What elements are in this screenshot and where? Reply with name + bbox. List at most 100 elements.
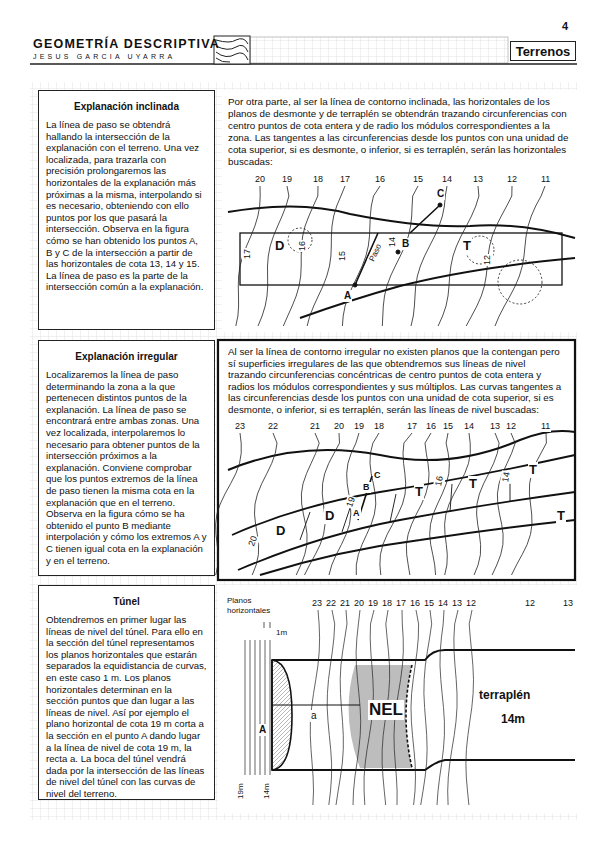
figure-label: T	[528, 462, 538, 478]
figure-panel	[222, 90, 577, 332]
box-body: Al ser la línea de contorno irregular no…	[228, 346, 565, 416]
figure-label: 22	[325, 598, 337, 609]
contour-line	[445, 433, 471, 575]
figure-label: 16	[374, 174, 386, 185]
figure-irregular	[228, 431, 575, 575]
horizontal-plane-line	[245, 640, 246, 775]
grid-ground	[30, 82, 577, 820]
figure-label: 18	[381, 598, 393, 609]
page-title: GEOMETRÍA DESCRIPTIVA	[33, 37, 220, 51]
figure-label: 17	[395, 598, 407, 609]
figure-label: C	[373, 470, 382, 481]
figure-label: 15	[423, 598, 435, 609]
box-heading: Explanación irregular	[46, 351, 207, 362]
contour-line	[474, 433, 499, 575]
figure-label: A	[343, 290, 352, 302]
figure-panel	[218, 340, 575, 580]
figure-label: 15	[442, 421, 454, 432]
horizontal-plane-line	[270, 640, 271, 775]
figure-label: 14m	[262, 782, 272, 800]
figure-label: 12	[524, 598, 536, 609]
contour-line	[216, 433, 242, 575]
figure-label: 12	[506, 174, 518, 185]
contour-line	[382, 186, 418, 326]
figure-label: 12	[465, 598, 477, 609]
figure-label: 15	[412, 174, 424, 185]
text-box: Al ser la línea de contorno irregular no…	[218, 340, 575, 422]
figure-label: 14	[463, 421, 475, 432]
section-name: Terrenos	[515, 44, 571, 59]
figure-label: T	[556, 508, 566, 524]
author-name: JESUS GARCIA UYARRA	[33, 53, 175, 61]
contour-line	[438, 186, 479, 326]
figure-label: 14	[437, 598, 449, 609]
figure-panel	[218, 585, 577, 813]
figure-label: 17	[339, 174, 351, 185]
contour-line	[305, 433, 340, 575]
figure-label: terraplén	[478, 688, 531, 702]
figure-label: 19	[367, 598, 379, 609]
contour-line	[329, 433, 359, 575]
contour-line	[252, 433, 277, 575]
figure-label: 14	[441, 174, 453, 185]
box-heading: Explanación inclinada	[46, 101, 207, 112]
figure-label: 11	[540, 174, 551, 185]
figure-label: 20	[333, 421, 345, 432]
section-tab: Terrenos	[510, 41, 576, 61]
box-heading: Túnel	[46, 596, 207, 607]
contour-line	[492, 433, 515, 575]
figure-label: 19	[281, 174, 293, 185]
box-body: Localizaremos la línea de paso determina…	[46, 369, 207, 566]
text-box: Explanación inclinadaLa línea de paso se…	[38, 90, 215, 330]
figure-label: D	[275, 523, 286, 539]
paragraph: Por otra parte, al ser la línea de conto…	[228, 96, 573, 168]
contour-lines	[216, 186, 547, 805]
figure-label: T	[468, 476, 478, 492]
horizontal-plane-line	[250, 640, 251, 775]
figure-label: a	[310, 710, 318, 722]
contour-line	[327, 610, 335, 805]
figure-label: 16	[433, 474, 446, 488]
logo-contours	[216, 39, 248, 63]
figure-label: 12	[482, 254, 493, 266]
figure-label: NEL	[368, 700, 404, 720]
contour-line	[411, 186, 447, 326]
figure-label: 11	[540, 421, 551, 432]
figure-label: 13	[562, 598, 574, 609]
contour-line	[258, 186, 289, 326]
box-body: Obtendremos en primer lugar las líneas d…	[46, 614, 207, 800]
figure-label: 21	[339, 598, 351, 609]
contour-line	[512, 433, 547, 575]
figure-label: 21	[309, 421, 321, 432]
figure-label: 14m	[500, 712, 526, 726]
contour-line	[236, 186, 260, 326]
figure-label: 15	[337, 250, 348, 262]
horizontal-plane-line	[260, 640, 261, 775]
contour-line	[310, 610, 319, 805]
figure-label: 16	[425, 421, 437, 432]
figure-label: B	[401, 238, 410, 250]
figure-label: 23	[234, 421, 246, 432]
figure-label: T	[414, 484, 424, 500]
figure-label: 23	[311, 598, 323, 609]
figure-label: 18	[373, 421, 385, 432]
figure-label: B	[362, 482, 371, 493]
horizontal-plane-line	[265, 640, 266, 775]
figure-label: 16	[409, 598, 421, 609]
figure-label: 20	[254, 174, 266, 185]
contour-line	[353, 610, 361, 805]
figure-label: 18	[312, 174, 324, 185]
contour-line	[380, 433, 412, 575]
figure-label: 14	[500, 470, 513, 484]
figure-label: T	[462, 238, 472, 254]
contour-line	[430, 433, 450, 575]
contour-line	[356, 433, 379, 575]
contour-line	[495, 186, 545, 326]
contour-line	[406, 433, 431, 575]
figure-label: D	[324, 508, 335, 524]
figure-label: 13	[451, 598, 463, 609]
figure-label: Planos horizontales	[226, 596, 278, 616]
contour-line	[421, 610, 432, 805]
contour-line	[466, 610, 474, 805]
figure-label: 1m	[275, 628, 288, 638]
